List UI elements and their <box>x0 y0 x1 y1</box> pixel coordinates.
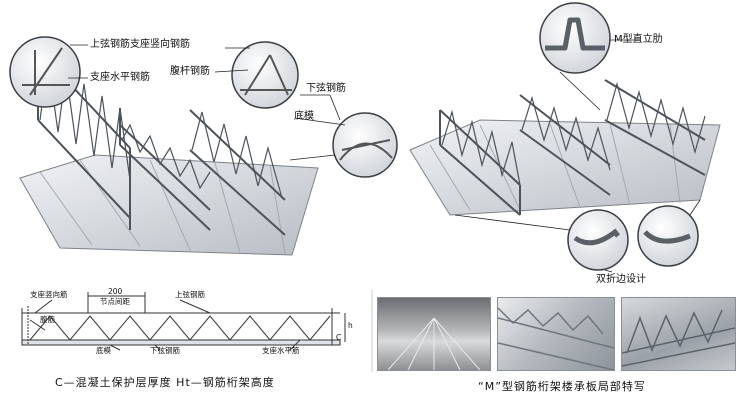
label-support-vertical: 支座竖向筋 <box>30 290 68 299</box>
label-section-support-horizontal: 支座水平筋 <box>262 346 300 355</box>
label-node-spacing: 节点间距 <box>100 297 130 306</box>
label-h-mark: h <box>348 321 353 330</box>
label-support-horizontal: 支座水平钢筋 <box>90 72 150 83</box>
zoom-circle-web <box>231 41 299 109</box>
left-truss-group <box>37 49 286 236</box>
label-upper-chord: 上弦钢筋 <box>175 290 205 299</box>
photo-deck-closeup <box>497 297 615 371</box>
label-upper-chord-support-vertical: 上弦钢筋支座竖向钢筋 <box>90 39 190 50</box>
zoom-circle-fold-2 <box>637 205 699 267</box>
right-truss-group <box>439 79 706 216</box>
label-m-rib: M型直立肋 <box>614 34 663 45</box>
label-dimension-200: 200 <box>108 287 123 296</box>
photo-construction-site <box>377 297 491 371</box>
label-web: 腹筋 <box>40 315 55 324</box>
photos-caption: “M”型钢筋桁架楼承板局部特写 <box>478 380 646 393</box>
label-section-bottom-form: 底模 <box>96 346 111 355</box>
zoom-circle-m-rib <box>539 2 611 74</box>
label-section-lower-chord: 下弦钢筋 <box>150 346 180 355</box>
section-caption: C—混凝土保护层厚度 Ht—钢筋桁架高度 <box>55 376 275 389</box>
label-web-bar: 腹杆钢筋 <box>170 66 210 77</box>
label-bottom-form: 底模 <box>294 111 314 122</box>
label-double-fold: 双折边设计 <box>596 274 646 285</box>
photo-truss-closeup <box>621 297 736 371</box>
label-c-mark: C <box>336 333 342 342</box>
label-lower-chord: 下弦钢筋 <box>306 83 346 94</box>
section-drawing <box>21 292 346 351</box>
